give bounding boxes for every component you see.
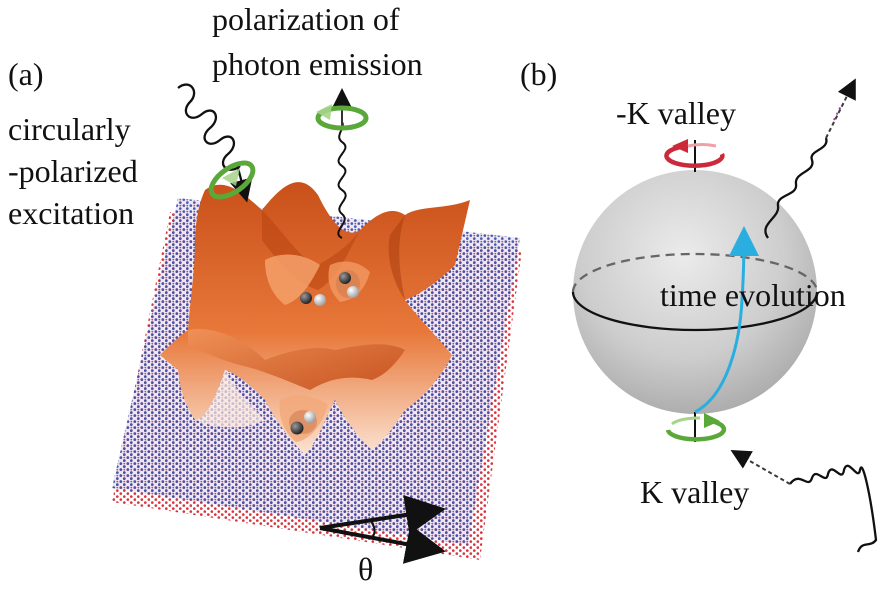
outgoing-arrow — [825, 78, 856, 139]
panel-b-label: (b) — [520, 56, 557, 92]
exciton-pair-icon — [300, 292, 326, 306]
excitation-label-line-2: -polarized — [8, 153, 138, 189]
exciton-pair-icon — [336, 270, 360, 298]
excitation-arrow — [230, 167, 253, 203]
circular-polarization-arrow-icon — [315, 104, 369, 131]
circular-polarization-arrow-icon — [664, 139, 725, 168]
emission-label-line-1: polarization of — [212, 1, 400, 37]
wave-photon-icon — [337, 121, 347, 239]
circular-polarization-arrow-icon — [665, 413, 727, 442]
sphere-equator-back — [571, 252, 819, 293]
time-evolution-trajectory — [694, 226, 759, 414]
excitation-label-line-3: excitation — [8, 195, 134, 231]
bottom-valley-label: K valley — [640, 474, 749, 510]
twist-angle-label: θ — [358, 551, 373, 587]
wave-photon-icon — [789, 464, 878, 553]
circular-polarization-arrow-icon — [208, 160, 256, 200]
wave-photon-icon — [177, 83, 241, 171]
incoming-arrow — [730, 450, 791, 485]
exciton-pair-icon — [289, 410, 317, 435]
time-evolution-label: time evolution — [660, 277, 846, 313]
sphere-equator-front — [571, 291, 819, 332]
emission-label-line-2: photon emission — [212, 46, 423, 82]
panel-b: (b) -K valley time evolution K valley — [520, 56, 878, 553]
excitation-label-line-1: circularly — [8, 111, 131, 147]
twist-angle-arrows — [319, 495, 446, 564]
panel-a: (a) circularly -polarized excitation pol… — [8, 1, 522, 587]
wave-photon-icon — [764, 137, 828, 239]
panel-a-label: (a) — [8, 56, 44, 92]
top-valley-label: -K valley — [616, 95, 736, 131]
